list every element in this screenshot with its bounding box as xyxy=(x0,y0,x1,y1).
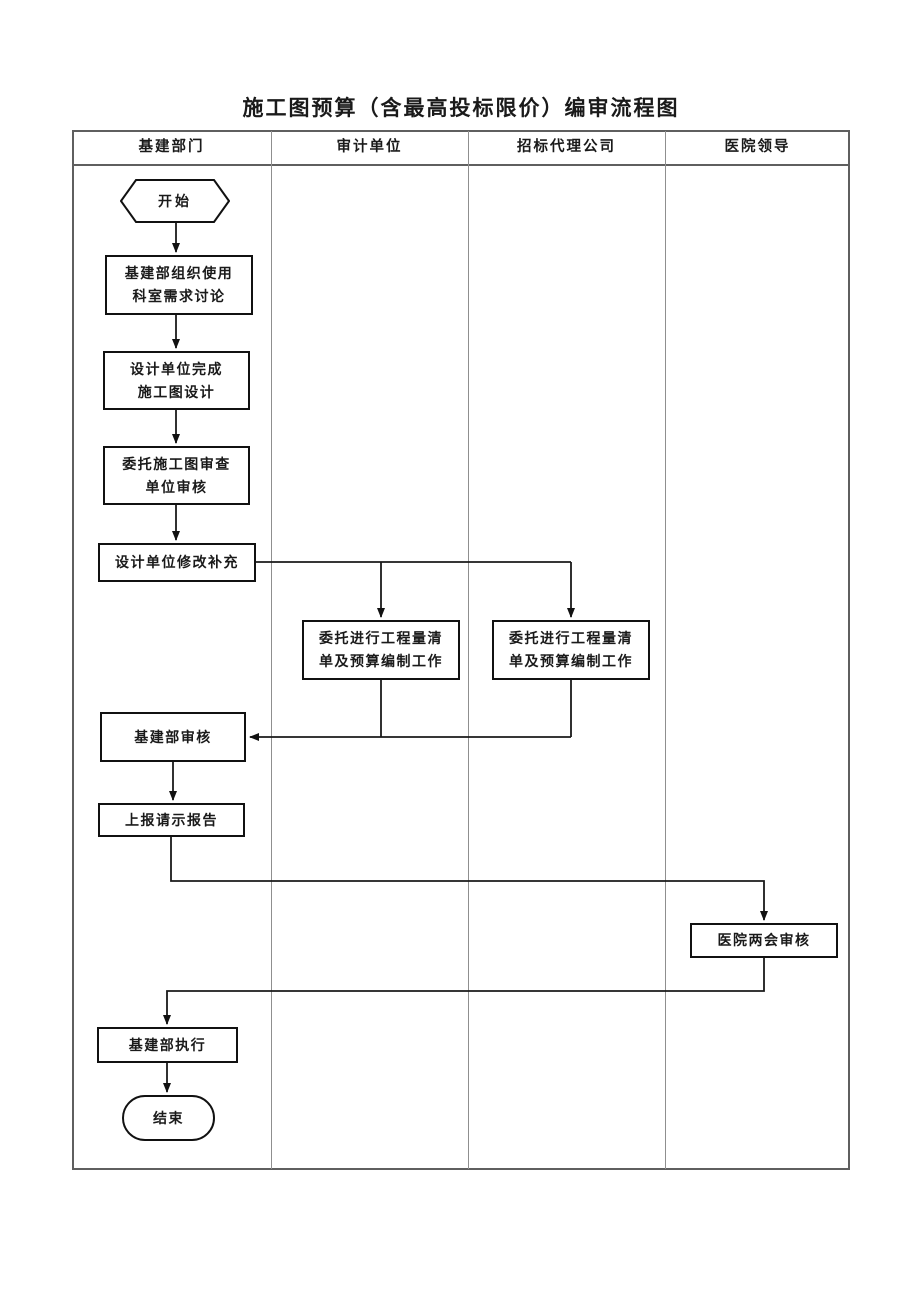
node-entrust-line2: 单位审核 xyxy=(145,478,208,495)
node-discuss-requirements: 基建部组织使用 科室需求讨论 xyxy=(105,255,253,315)
node-boq-agency-line1: 委托进行工程量清 xyxy=(509,630,633,647)
node-report-label: 上报请示报告 xyxy=(125,811,218,828)
node-discuss-line1: 基建部组织使用 xyxy=(124,265,234,282)
start-node-label: 开始 xyxy=(158,193,192,209)
node-boq-audit-line2: 单及预算编制工作 xyxy=(319,653,443,669)
lane-header-jijian: 基建部门 xyxy=(138,139,205,155)
lane-header-shenji: 审计单位 xyxy=(336,139,403,155)
node-execute-label: 基建部执行 xyxy=(128,1036,207,1053)
node-design-line2: 施工图设计 xyxy=(137,383,216,400)
header-divider-line xyxy=(72,164,850,166)
node-dept-review: 基建部审核 xyxy=(100,712,246,762)
node-entrust-drawing-review: 委托施工图审查 单位审核 xyxy=(103,446,250,505)
node-hospital-committee-review: 医院两会审核 xyxy=(690,923,838,958)
node-boq-audit-unit: 委托进行工程量清 单及预算编制工作 xyxy=(302,620,460,680)
node-hospital-review-label: 医院两会审核 xyxy=(717,932,811,949)
start-node: 开始 xyxy=(120,179,230,223)
node-boq-bidding-agency: 委托进行工程量清 单及预算编制工作 xyxy=(492,620,650,680)
lane-header-zhaobiao: 招标代理公司 xyxy=(517,139,616,155)
start-hexagon-shape xyxy=(120,179,230,223)
node-boq-agency-line2: 单及预算编制工作 xyxy=(509,653,633,669)
lane-divider-3 xyxy=(665,131,666,1169)
node-dept-execute: 基建部执行 xyxy=(97,1027,238,1063)
lane-divider-2 xyxy=(468,131,469,1169)
node-entrust-line1: 委托施工图审查 xyxy=(122,455,231,472)
node-boq-audit-line1: 委托进行工程量清 xyxy=(319,630,443,647)
node-design-complete: 设计单位完成 施工图设计 xyxy=(103,351,250,410)
page-title: 施工图预算（含最高投标限价）编审流程图 xyxy=(242,97,680,120)
lane-header-yiyuan: 医院领导 xyxy=(724,139,791,155)
node-design-revise: 设计单位修改补充 xyxy=(98,543,256,582)
end-node: 结束 xyxy=(122,1095,215,1141)
end-node-label: 结束 xyxy=(153,1109,184,1126)
node-dept-review-label: 基建部审核 xyxy=(134,728,212,745)
node-design-line1: 设计单位完成 xyxy=(130,360,223,377)
node-revise-label: 设计单位修改补充 xyxy=(115,554,239,571)
lane-divider-1 xyxy=(271,131,272,1169)
node-submit-report: 上报请示报告 xyxy=(98,803,245,837)
node-discuss-line2: 科室需求讨论 xyxy=(132,288,226,304)
